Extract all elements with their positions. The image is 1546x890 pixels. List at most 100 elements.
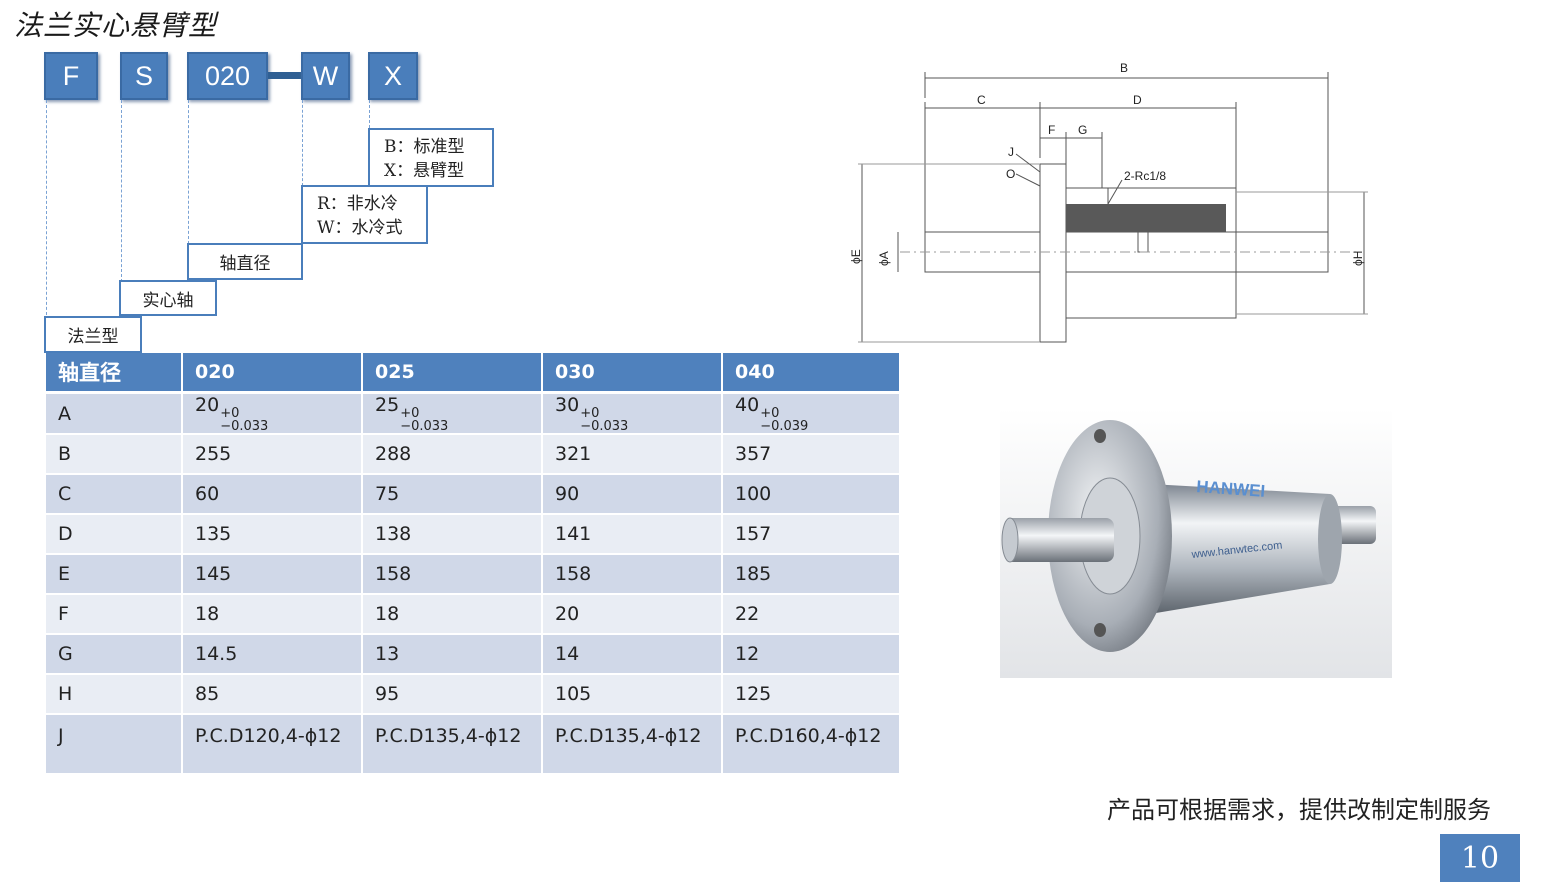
tolerance-lower: −0.033	[220, 419, 269, 434]
table-cell: P.C.D135,4-ϕ12	[362, 714, 543, 775]
code-segment-cooling: W	[301, 52, 350, 100]
table-header-row: 轴直径 020 025 030 040	[46, 353, 901, 394]
table-cell: 75	[362, 474, 543, 515]
table-row: E 145 158 158 185	[46, 554, 901, 595]
table-cell: 145	[182, 554, 363, 595]
code-segment-diameter: 020	[187, 52, 268, 100]
spec-table: 轴直径 020 025 030 040 A 20+0−0.033 25+0−0.…	[46, 353, 901, 775]
row-label: A	[46, 392, 183, 435]
table-cell: 85	[182, 674, 363, 715]
drawing-label-phi-a: ϕA	[877, 251, 891, 266]
table-cell: 60	[182, 474, 363, 515]
table-header: 040	[722, 353, 901, 394]
table-cell: P.C.D160,4-ϕ12	[722, 714, 901, 775]
row-label: E	[46, 554, 183, 595]
table-cell: P.C.D135,4-ϕ12	[542, 714, 723, 775]
tolerance-base: 30	[555, 394, 580, 416]
table-cell: 12	[722, 634, 901, 675]
table-cell: 135	[182, 514, 363, 555]
code-segment-flange: F	[44, 52, 98, 100]
table-row: A 20+0−0.033 25+0−0.033 30+0−0.033 40+0−…	[46, 392, 901, 435]
table-header: 030	[542, 353, 723, 394]
tolerance-cell: 25+0−0.033	[362, 392, 543, 435]
tag-cooling: R：非水冷 W：水冷式	[301, 185, 428, 244]
tolerance-lower: −0.033	[580, 419, 629, 434]
page-title: 法兰实心悬臂型	[14, 9, 218, 42]
technical-drawing: B C D F G J O 2-Rc1/8 ϕE ϕA ϕH	[849, 61, 1368, 343]
drawing-label-port: 2-Rc1/8	[1124, 169, 1166, 183]
drawing-coolant-channel	[1066, 204, 1226, 232]
tag-solid-shaft: 实心轴	[119, 280, 217, 316]
tolerance-upper: +0	[580, 406, 600, 421]
table-cell: 321	[542, 434, 723, 475]
code-segment-type: X	[368, 52, 418, 100]
table-row: F 18 18 20 22	[46, 594, 901, 635]
tolerance-cell: 30+0−0.033	[542, 392, 723, 435]
table-cell: 138	[362, 514, 543, 555]
photo-brand: HANWEI	[1196, 477, 1266, 501]
leader-line-type	[369, 100, 370, 128]
row-label: J	[46, 714, 183, 775]
table-cell: 14.5	[182, 634, 363, 675]
drawing-label-phi-e: ϕE	[849, 249, 863, 264]
table-cell: P.C.D120,4-ϕ12	[182, 714, 363, 775]
table-cell: 18	[362, 594, 543, 635]
code-connector	[268, 72, 302, 79]
tolerance-cell: 20+0−0.033	[182, 392, 363, 435]
table-cell: 141	[542, 514, 723, 555]
table-cell: 158	[362, 554, 543, 595]
table-cell: 100	[722, 474, 901, 515]
tag-shaft-diameter: 轴直径	[187, 243, 303, 280]
drawing-label-o: O	[1006, 167, 1015, 181]
table-cell: 90	[542, 474, 723, 515]
code-segment-solid: S	[120, 52, 168, 100]
tolerance-upper: +0	[400, 406, 420, 421]
table-cell: 95	[362, 674, 543, 715]
row-label: G	[46, 634, 183, 675]
table-row: H 85 95 105 125	[46, 674, 901, 715]
tag-flange: 法兰型	[44, 316, 142, 353]
table-cell: 125	[722, 674, 901, 715]
table-header: 020	[182, 353, 363, 394]
tolerance-base: 25	[375, 394, 400, 416]
tag-cooling-w: W：水冷式	[317, 218, 403, 238]
row-label: C	[46, 474, 183, 515]
drawing-label-g: G	[1078, 123, 1087, 137]
tag-cooling-r: R：非水冷	[317, 194, 398, 214]
table-cell: 22	[722, 594, 901, 635]
table-cell: 14	[542, 634, 723, 675]
table-cell: 288	[362, 434, 543, 475]
table-cell: 157	[722, 514, 901, 555]
tag-type-b: B：标准型	[384, 137, 465, 157]
tolerance-base: 20	[195, 394, 220, 416]
tolerance-upper: +0	[220, 406, 240, 421]
row-label: H	[46, 674, 183, 715]
table-row: B 255 288 321 357	[46, 434, 901, 475]
tolerance-upper: +0	[760, 406, 780, 421]
product-photo: HANWEI www.hanwtec.com	[1000, 408, 1392, 678]
custom-service-note: 产品可根据需求，提供改制定制服务	[1107, 796, 1491, 824]
tag-type: B：标准型 X：悬臂型	[368, 128, 494, 187]
table-cell: 185	[722, 554, 901, 595]
table-row: C 60 75 90 100	[46, 474, 901, 515]
table-header: 025	[362, 353, 543, 394]
table-header: 轴直径	[46, 353, 183, 394]
leader-line-flange	[46, 100, 47, 320]
leader-line-diameter	[188, 100, 189, 244]
row-label: B	[46, 434, 183, 475]
table-cell: 18	[182, 594, 363, 635]
row-label: D	[46, 514, 183, 555]
leader-line-solid	[121, 100, 122, 282]
row-label: F	[46, 594, 183, 635]
page-number: 10	[1440, 834, 1520, 882]
table-cell: 357	[722, 434, 901, 475]
table-cell: 20	[542, 594, 723, 635]
drawing-label-d: D	[1133, 93, 1142, 107]
table-cell: 13	[362, 634, 543, 675]
drawing-label-b: B	[1120, 61, 1128, 75]
tolerance-lower: −0.039	[760, 419, 809, 434]
table-cell: 255	[182, 434, 363, 475]
table-row: J P.C.D120,4-ϕ12 P.C.D135,4-ϕ12 P.C.D135…	[46, 714, 901, 775]
tolerance-cell: 40+0−0.039	[722, 392, 901, 435]
table-cell: 158	[542, 554, 723, 595]
